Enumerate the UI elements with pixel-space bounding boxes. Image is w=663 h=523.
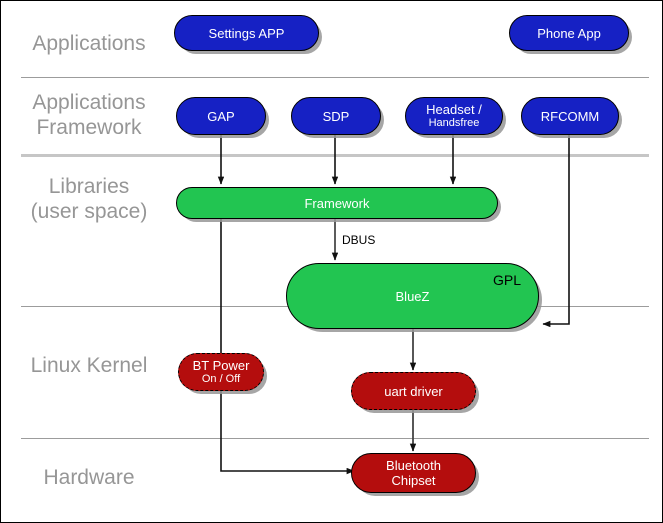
node-bluetooth-chipset-label: Bluetooth [386,458,441,473]
layer-label-hardware: Hardware [43,466,135,489]
node-bt-power-label: BT Power [192,358,250,373]
node-sdp[interactable]: SDP [291,97,381,135]
node-settings-app[interactable]: Settings APP [174,15,319,51]
node-uart-driver[interactable]: uart driver [351,372,476,410]
layer-label-linux-kernel: Linux Kernel [30,354,148,377]
layer-label-applications-framework: Applications Framework [32,91,146,139]
node-bluez[interactable]: BlueZ GPL [286,263,539,329]
divider-applications-framework [21,154,649,157]
node-rfcomm-label: RFCOMM [540,108,600,124]
node-framework[interactable]: Framework [176,187,498,219]
node-bluetooth-chipset-sublabel: Chipset [391,473,436,488]
layer-label-applications: Applications [32,32,146,55]
node-gap[interactable]: GAP [176,97,266,135]
layer-label-libraries: Libraries (user space) [30,175,148,223]
divider-linux-kernel [21,438,649,439]
node-sdp-label: SDP [322,108,350,124]
node-headset-handsfree[interactable]: Headset / Handsfree [405,97,503,135]
node-gap-label: GAP [207,108,235,124]
node-framework-label: Framework [304,195,370,211]
edge-label-dbus: DBUS [342,233,376,247]
wire-framework-to-bluetooth-chipset [220,218,355,475]
node-phone-app[interactable]: Phone App [509,15,629,51]
node-phone-app-label: Phone App [537,25,601,41]
node-rfcomm[interactable]: RFCOMM [521,97,619,135]
node-headset-handsfree-label: Headset / [426,102,482,117]
node-uart-driver-label: uart driver [384,383,443,399]
node-settings-app-label: Settings APP [208,25,285,41]
node-bt-power[interactable]: BT Power On / Off [178,353,264,391]
node-bluez-label: BlueZ [395,288,430,304]
divider-applications [21,77,649,78]
wire-rfcomm-to-bluez [542,135,570,328]
node-headset-handsfree-sublabel: Handsfree [428,117,480,129]
node-bluetooth-chipset[interactable]: Bluetooth Chipset [351,453,476,493]
node-bluez-license-note: GPL [492,272,521,288]
node-bt-power-sublabel: On / Off [201,373,241,385]
